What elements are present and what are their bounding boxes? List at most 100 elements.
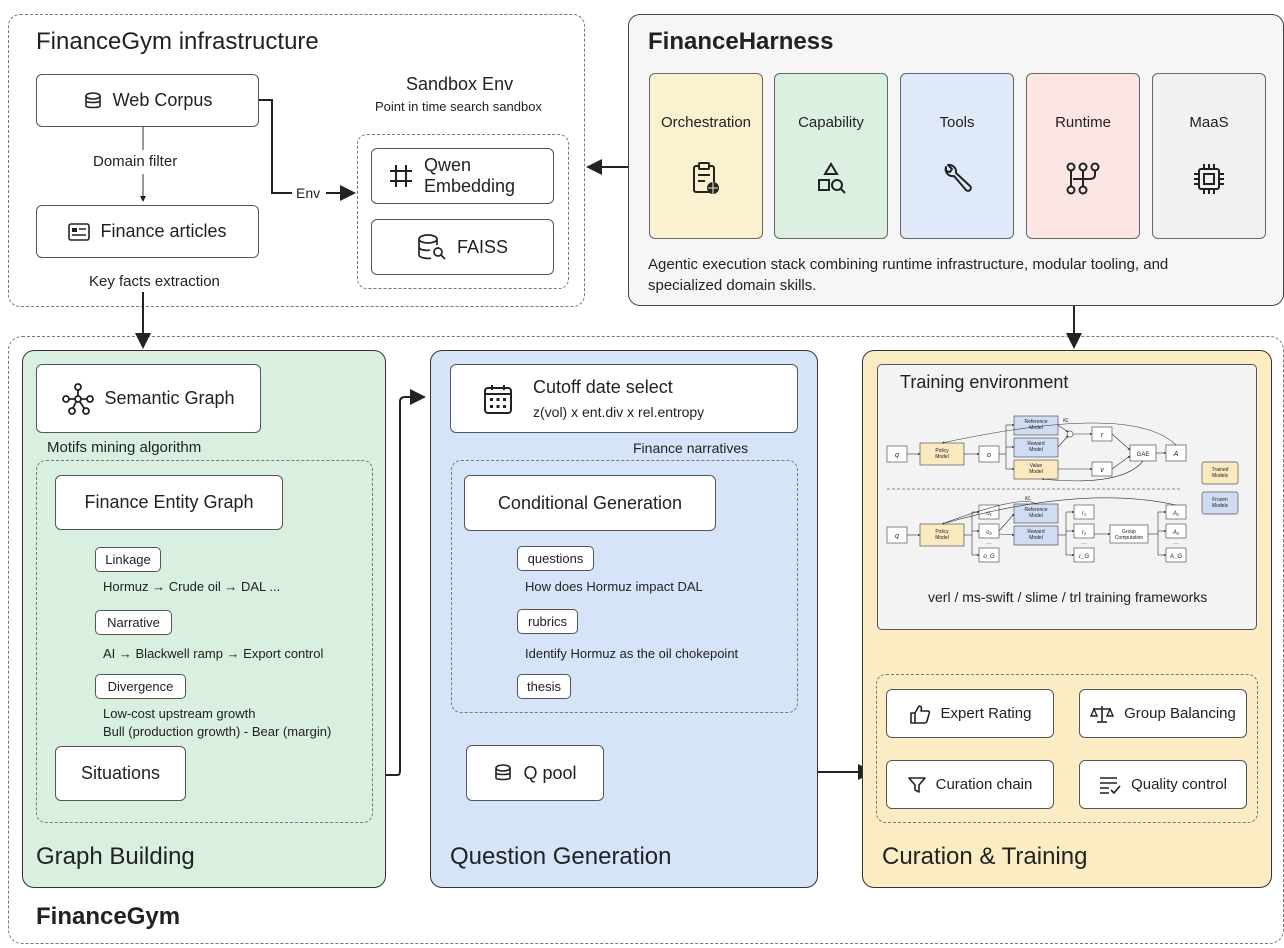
- graph-title: Graph Building: [36, 843, 195, 870]
- group-balancing-node: Group Balancing: [1079, 689, 1247, 738]
- shapes-search-icon: [775, 161, 887, 202]
- harness-title: FinanceHarness: [648, 28, 834, 55]
- narrative-text: AI → Blackwell ramp → Export control: [103, 646, 324, 661]
- semantic-graph-node: Semantic Graph: [36, 364, 261, 433]
- card-maas: MaaS: [1152, 73, 1266, 239]
- database-search-icon: [417, 233, 447, 261]
- env-label: Env: [296, 185, 321, 201]
- card-runtime-label: Runtime: [1055, 114, 1111, 131]
- quality-control-label: Quality control: [1131, 776, 1227, 793]
- curation-chain-label: Curation chain: [935, 776, 1033, 793]
- ppo-v: v: [1100, 467, 1104, 474]
- database-icon: [493, 763, 513, 783]
- linkage-tag: Linkage: [95, 547, 161, 572]
- database-icon: [83, 91, 103, 111]
- training-env-title: Training environment: [900, 372, 1069, 392]
- checklist-icon: [1099, 775, 1121, 795]
- graph-nodes-icon: [62, 382, 95, 415]
- card-orchestration: Orchestration: [649, 73, 763, 239]
- card-capability-label: Capability: [798, 114, 864, 131]
- rubrics-tag: rubrics: [517, 609, 578, 634]
- narrative-tag: Narrative: [95, 610, 172, 635]
- grpo-q: q: [895, 533, 899, 540]
- card-runtime: Runtime: [1026, 73, 1140, 239]
- grpo-dots-a: ···: [1173, 541, 1179, 547]
- faiss-label: FAISS: [456, 236, 509, 257]
- finance-narratives-label: Finance narratives: [633, 440, 749, 456]
- ppo-gae: GAE: [1137, 452, 1150, 458]
- group-balancing-label: Group Balancing: [1124, 705, 1236, 722]
- qwen-node: Qwen Embedding: [371, 148, 554, 204]
- rubrics-text: Identify Hormuz as the oil chokepoint: [525, 646, 739, 661]
- ppo-a: A: [1173, 451, 1179, 458]
- grpo-r1: r₁: [1082, 511, 1086, 517]
- divergence-text-1: Low-cost upstream growth: [103, 706, 256, 721]
- questions-tag: questions: [517, 546, 594, 571]
- card-capability: Capability: [774, 73, 888, 239]
- motifs-label: Motifs mining algorithm: [47, 439, 202, 456]
- infra-title: FinanceGym infrastructure: [36, 28, 319, 55]
- article-icon: [68, 222, 91, 241]
- thumbs-up-icon: [909, 704, 931, 724]
- expert-rating-node: Expert Rating: [886, 689, 1054, 738]
- grpo-og: o_G: [983, 554, 995, 560]
- sandbox-subtitle: Point in time search sandbox: [375, 99, 542, 114]
- card-orchestration-label: Orchestration: [660, 114, 752, 131]
- questions-text: How does Hormuz impact DAL: [525, 579, 703, 594]
- grpo-r2: r₂: [1082, 530, 1087, 536]
- finance-articles-node: Finance articles: [36, 205, 259, 258]
- question-title: Question Generation: [450, 843, 672, 870]
- clipboard-globe-icon: [650, 161, 762, 202]
- harness-desc-2: specialized domain skills.: [648, 277, 817, 294]
- thesis-label: thesis: [527, 679, 561, 694]
- chip-icon: [1153, 161, 1265, 202]
- frameworks-label: verl / ms-swift / slime / trl training f…: [928, 589, 1208, 605]
- curation-frame: [876, 674, 1258, 823]
- grpo-dots-o: ···: [986, 541, 992, 547]
- faiss-node: FAISS: [371, 219, 554, 275]
- training-title: Curation & Training: [882, 843, 1088, 870]
- qpool-node: Q pool: [466, 745, 604, 801]
- cond-gen-label: Conditional Generation: [497, 492, 683, 513]
- cutoff-formula: z(vol) x ent.div x rel.entropy: [533, 404, 705, 420]
- linkage-label: Linkage: [105, 552, 151, 567]
- grpo-ag: A_G: [1169, 554, 1182, 560]
- grpo-dots-r: ···: [1081, 541, 1087, 547]
- rubrics-label: rubrics: [527, 614, 567, 629]
- grpo-a2: A₂: [1172, 530, 1180, 536]
- sandbox-frame: [357, 134, 569, 289]
- card-tools: Tools: [900, 73, 1014, 239]
- infra-frame: [8, 14, 585, 307]
- calendar-icon: [483, 383, 513, 415]
- qpool-label: Q pool: [523, 762, 577, 783]
- ppo-o: o: [987, 452, 991, 459]
- scale-icon: [1090, 704, 1115, 724]
- web-corpus-node: Web Corpus: [36, 74, 259, 127]
- key-facts-label: Key facts extraction: [89, 273, 220, 290]
- ppo-r: r: [1101, 432, 1104, 439]
- grpo-o2: o₂: [986, 530, 992, 536]
- motifs-frame: [36, 460, 373, 823]
- cond-gen-node: Conditional Generation: [464, 475, 716, 531]
- workflow-icon: [1027, 161, 1139, 202]
- divergence-label: Divergence: [107, 679, 174, 694]
- entity-graph-label: Finance Entity Graph: [84, 492, 254, 512]
- grpo-a1: A₁: [1172, 511, 1179, 517]
- situations-node: Situations: [55, 746, 186, 801]
- expert-rating-label: Expert Rating: [940, 705, 1032, 722]
- grpo-rg: r_G: [1079, 554, 1089, 560]
- finance-articles-label: Finance articles: [100, 221, 227, 241]
- web-corpus-label: Web Corpus: [112, 90, 213, 110]
- semantic-graph-label: Semantic Graph: [104, 388, 235, 408]
- hash-grid-icon: [388, 163, 414, 189]
- narrative-label: Narrative: [107, 615, 160, 630]
- thesis-tag: thesis: [517, 674, 571, 699]
